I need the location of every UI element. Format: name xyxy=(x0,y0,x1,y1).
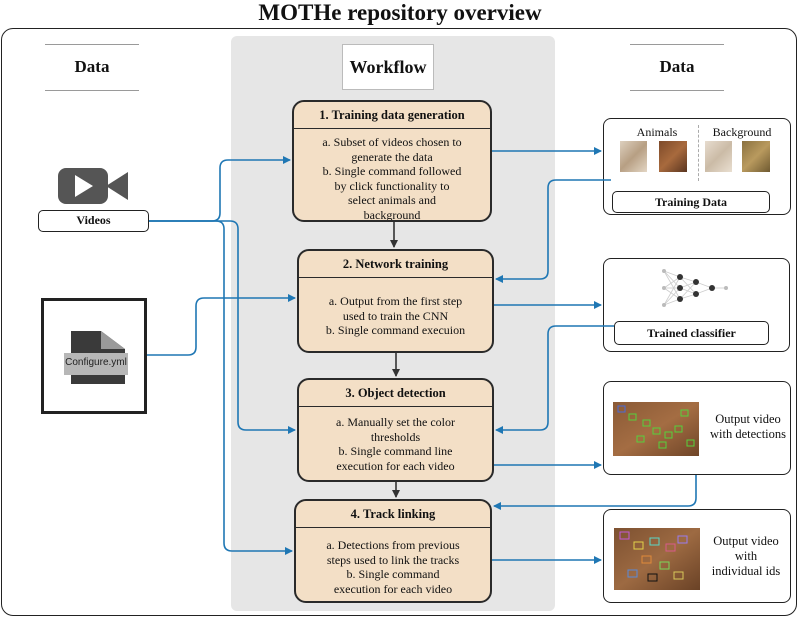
step-4-line: execution for each video xyxy=(333,581,453,596)
step-2-line: used to train the CNN xyxy=(342,308,449,323)
arrow-classifier-to-detection xyxy=(495,325,614,434)
step-4-body: a. Detections from previous steps used t… xyxy=(296,528,490,596)
step-2-line: b. Single command execuion xyxy=(325,323,466,337)
step-object-detection: 3. Object detection a. Manually set the … xyxy=(297,378,494,482)
detection-frame-image xyxy=(613,402,699,456)
left-header-top-rule xyxy=(45,44,139,45)
background-sample-image xyxy=(742,141,770,172)
step-network-training: 2. Network training a. Output from the f… xyxy=(297,249,494,353)
output-text-line: with xyxy=(734,549,758,563)
left-column-header: Data xyxy=(74,57,110,76)
detections-output-text: Output video with detections xyxy=(708,412,788,442)
step-4-line: a. Detections from previous xyxy=(326,538,460,552)
step-1-title: 1. Training data generation xyxy=(294,102,490,129)
step-training-data-generation: 1. Training data generation a. Subset of… xyxy=(292,100,492,222)
step-1-body: a. Subset of videos chosen to generate t… xyxy=(294,129,490,222)
step-1-line: by click functionality to xyxy=(334,178,450,193)
step-1-line: a. Subset of videos chosen to xyxy=(322,135,462,149)
arrow-videos-to-tracking xyxy=(149,220,293,555)
step-3-line: a. Manually set the color xyxy=(336,415,455,429)
step-1-line: select animals and xyxy=(348,193,436,207)
videos-label: Videos xyxy=(38,210,149,232)
config-file-name: Configure.yml xyxy=(65,357,127,368)
output-text-line: with detections xyxy=(709,427,787,441)
neural-network-icon xyxy=(662,269,728,307)
arrow-data-to-network xyxy=(495,179,611,283)
samples-divider xyxy=(698,125,699,181)
arrow-detections-to-tracking xyxy=(493,475,697,510)
animal-sample-image xyxy=(659,141,687,172)
step-3-line: b. Single command line xyxy=(338,444,453,458)
step-1-line: b. Single command followed xyxy=(322,164,462,178)
step-1-line: background xyxy=(363,207,421,222)
training-data-label: Training Data xyxy=(612,191,770,213)
step-1-line: generate the data xyxy=(351,149,433,164)
trained-classifier-label: Trained classifier xyxy=(614,321,769,345)
background-label: Background xyxy=(712,125,772,139)
step-3-title: 3. Object detection xyxy=(299,380,492,407)
output-text-line: Output video xyxy=(713,534,779,548)
step-2-line: a. Output from the first step xyxy=(328,294,463,308)
tracks-output-text: Output video with individual ids xyxy=(704,534,788,579)
arrow-videos-to-detection xyxy=(149,220,296,434)
tracking-frame-image xyxy=(614,528,700,590)
diagram-title: MOTHe repository overview xyxy=(258,0,542,25)
workflow-header: Workflow xyxy=(342,44,434,90)
background-sample-image xyxy=(705,141,732,172)
document-icon xyxy=(64,331,128,384)
left-header-bottom-rule xyxy=(45,90,139,91)
step-track-linking: 4. Track linking a. Detections from prev… xyxy=(294,499,492,603)
step-3-line: thresholds xyxy=(370,429,421,444)
right-column-header: Data xyxy=(659,57,695,76)
step-4-title: 4. Track linking xyxy=(296,501,490,528)
step-2-body: a. Output from the first step used to tr… xyxy=(299,278,492,338)
tracks-output-box: Output video with individual ids xyxy=(603,509,791,603)
step-2-title: 2. Network training xyxy=(299,251,492,278)
arrow-videos-to-training xyxy=(149,156,291,222)
arrow-config-to-network xyxy=(147,294,296,356)
outer-frame xyxy=(1,28,797,616)
animal-sample-image xyxy=(620,141,647,172)
step-3-line: execution for each video xyxy=(336,458,455,473)
right-header-top-rule xyxy=(630,44,724,45)
video-camera-icon xyxy=(56,160,130,210)
step-3-body: a. Manually set the color thresholds b. … xyxy=(299,407,492,473)
right-header-bottom-rule xyxy=(630,90,724,91)
detections-output-box: Output video with detections xyxy=(603,381,791,475)
animals-label: Animals xyxy=(636,125,678,139)
output-text-line: Output video xyxy=(715,412,781,426)
output-text-line: individual ids xyxy=(711,564,781,578)
config-file-box: Configure.yml xyxy=(41,298,147,414)
step-4-line: b. Single command xyxy=(346,567,440,581)
step-4-line: steps used to link the tracks xyxy=(326,552,460,567)
